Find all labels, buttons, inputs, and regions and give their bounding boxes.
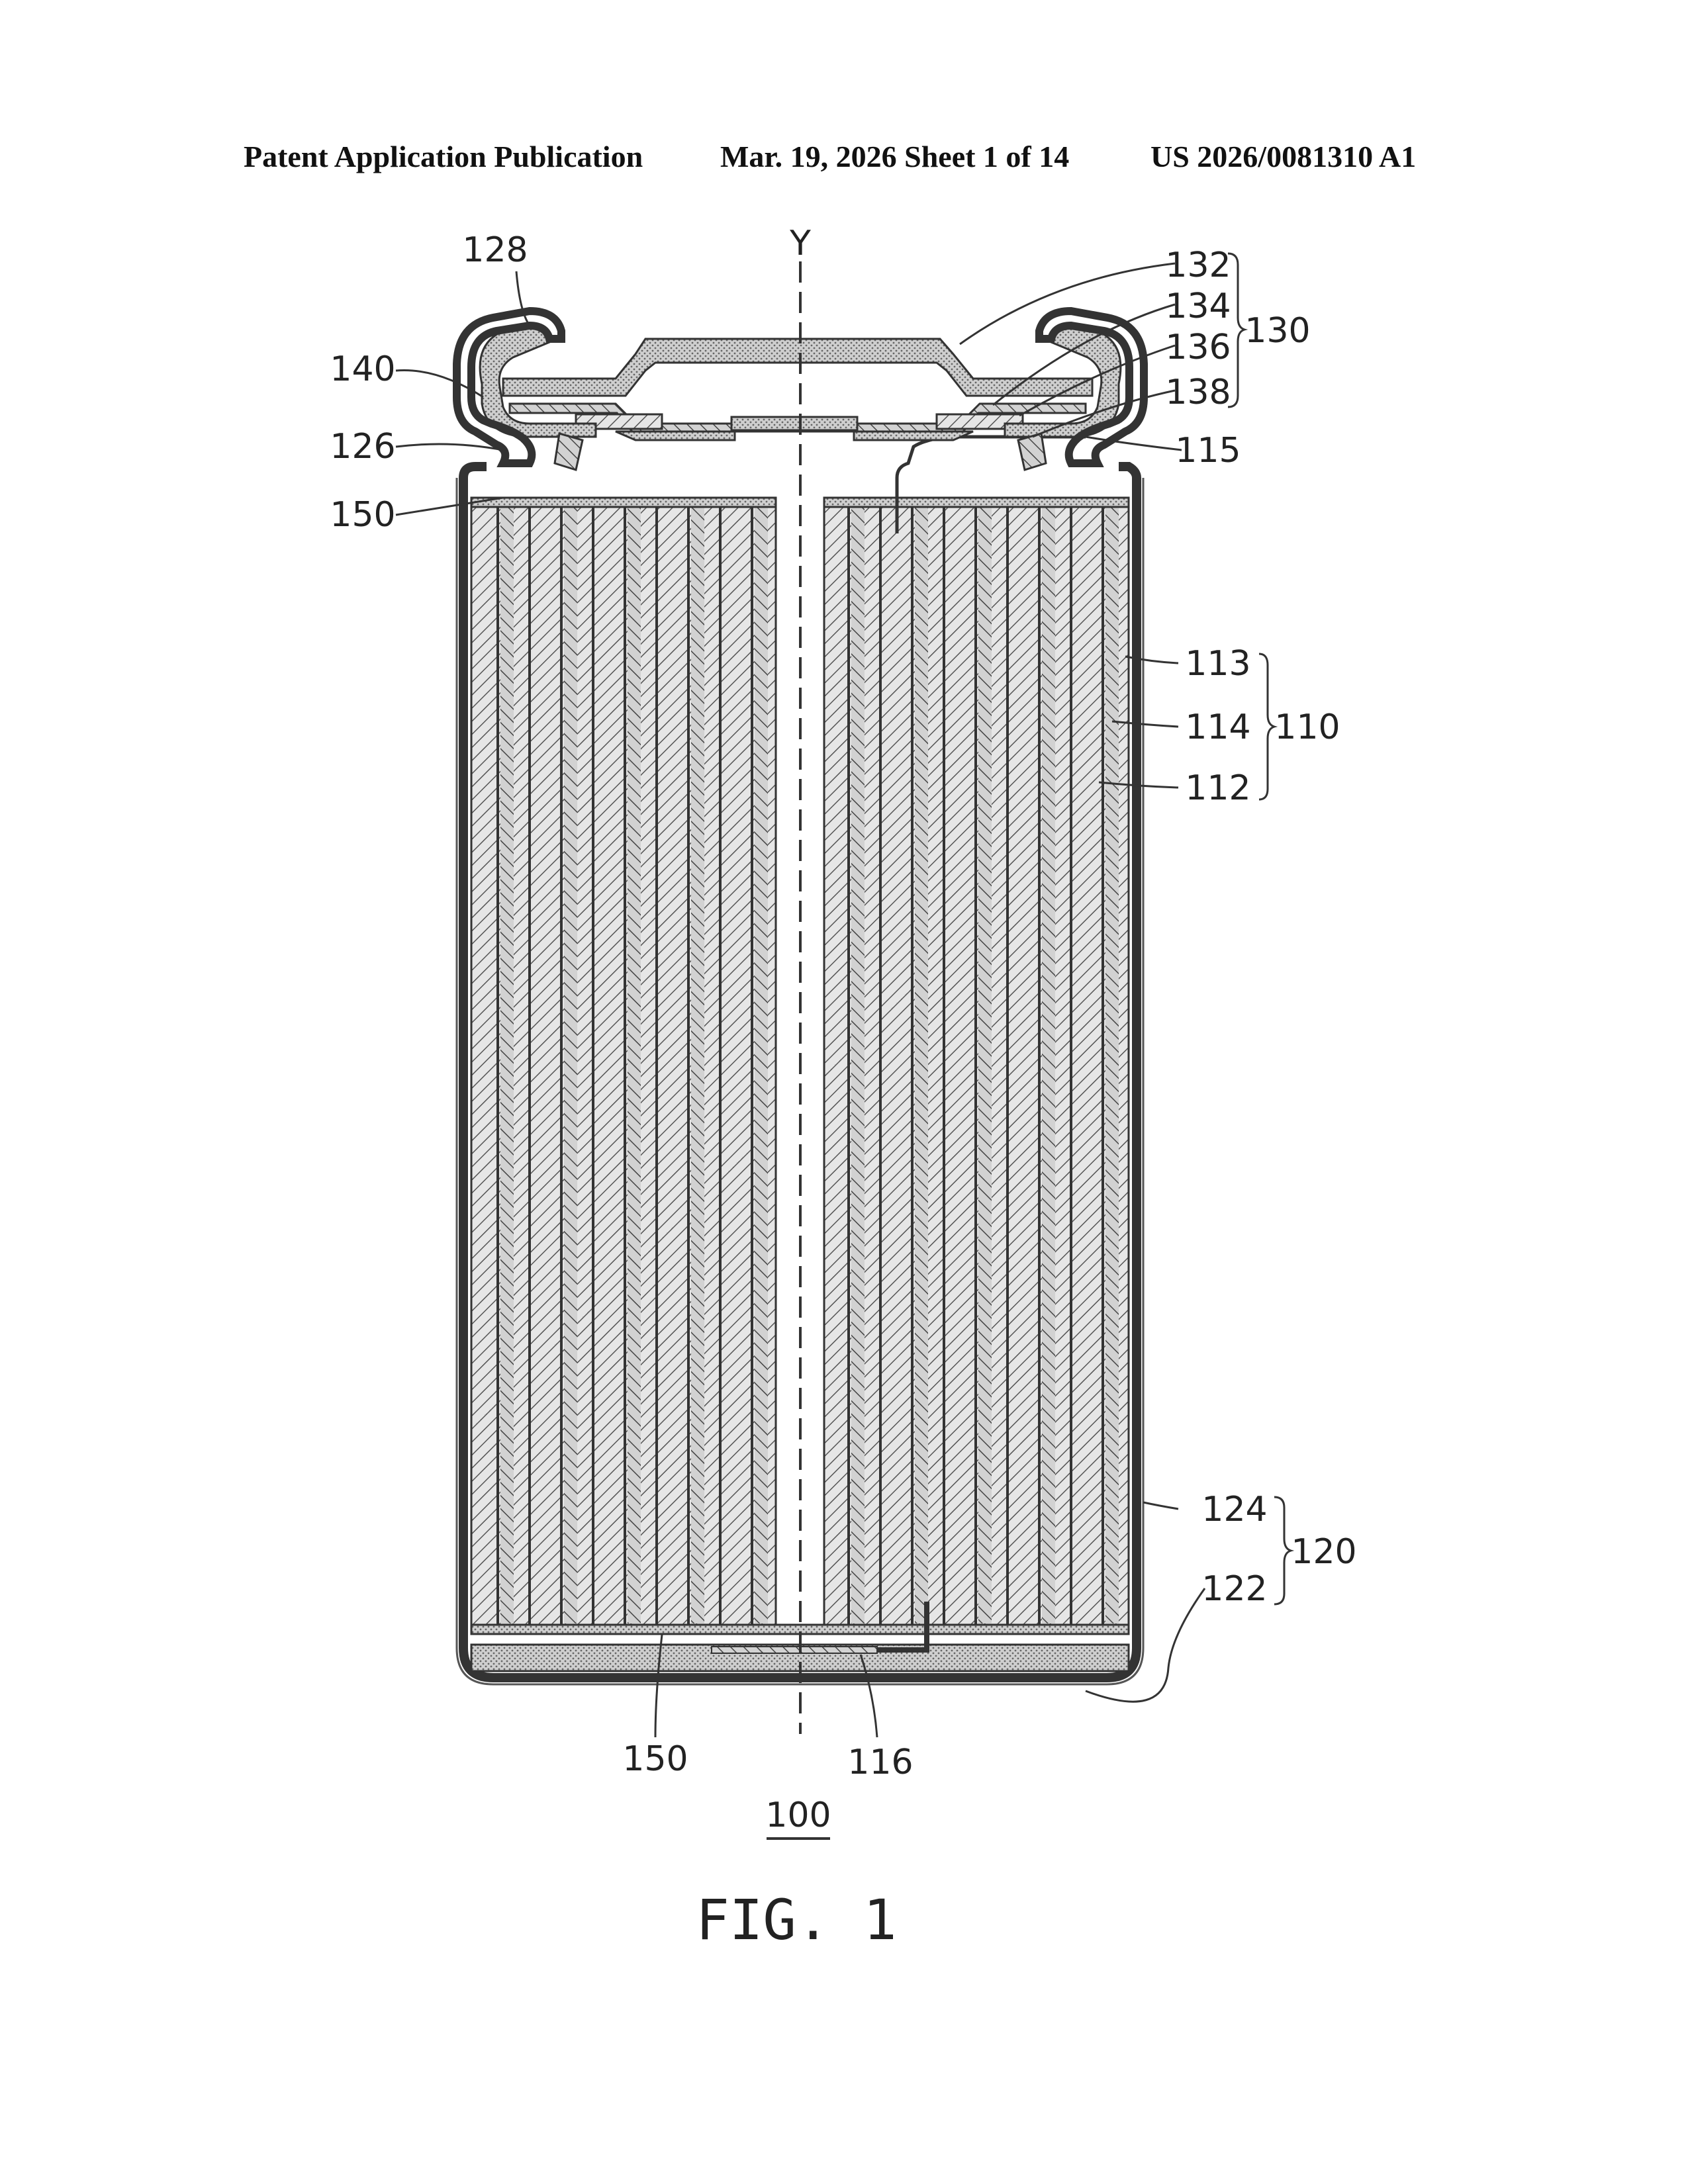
label-132: 132 (1165, 246, 1231, 285)
figure-caption: FIG. 1 (696, 1888, 896, 1952)
label-110: 110 (1274, 707, 1340, 747)
label-124: 124 (1201, 1490, 1267, 1529)
label-120: 120 (1291, 1532, 1356, 1572)
label-136: 136 (1165, 328, 1231, 367)
upper-insulator-left (471, 498, 776, 507)
label-122: 122 (1201, 1569, 1267, 1609)
label-128: 128 (462, 230, 528, 270)
label-112: 112 (1185, 768, 1250, 808)
axis-label: Y (789, 224, 811, 263)
bead-insert-right (1018, 433, 1046, 470)
upper-insulator-right (824, 498, 1129, 507)
label-113: 113 (1185, 644, 1250, 684)
electrode-assembly-right (824, 506, 1129, 1625)
label-116: 116 (847, 1743, 913, 1782)
label-138: 138 (1165, 373, 1231, 412)
label-100: 100 (765, 1796, 831, 1835)
label-150-bottom: 150 (622, 1739, 688, 1779)
label-126: 126 (330, 427, 395, 467)
label-140: 140 (330, 349, 395, 389)
label-130: 130 (1244, 311, 1310, 351)
label-134: 134 (1165, 287, 1231, 326)
label-115: 115 (1175, 431, 1241, 471)
label-150-top: 150 (330, 495, 395, 535)
label-114: 114 (1185, 707, 1250, 747)
electrode-assembly-left (471, 506, 776, 1625)
bead-insert-left (555, 433, 583, 470)
